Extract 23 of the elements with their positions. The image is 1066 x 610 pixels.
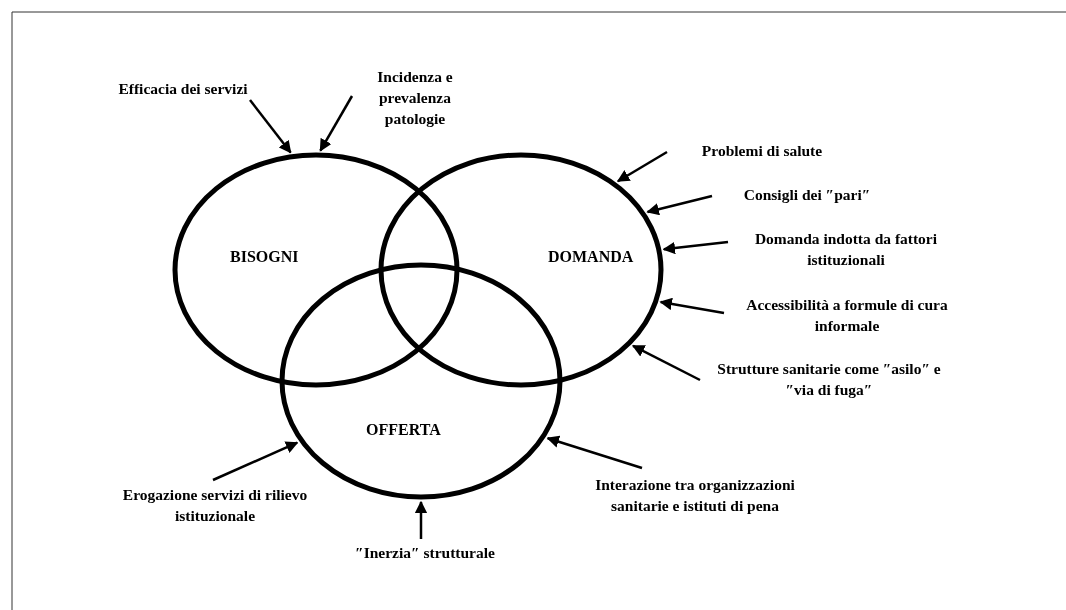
factor-label: Accessibilità a formule di cura informale (727, 294, 967, 336)
factor-label: Erogazione servizi di rilievo istituzionale (105, 484, 325, 526)
factor-label: Domanda indotta da fattori istituzionali (736, 228, 956, 270)
factor-label: ″Inerzia″ strutturale (310, 542, 540, 563)
circle-label: BISOGNI (230, 248, 299, 266)
arrow (616, 150, 668, 183)
arrow (546, 435, 643, 470)
arrow (659, 297, 725, 315)
circle-label: DOMANDA (548, 248, 634, 266)
circle-label: OFFERTA (366, 421, 441, 439)
arrow (662, 240, 729, 255)
factor-label: Problemi di salute (672, 140, 852, 161)
arrow (212, 441, 299, 482)
factor-label: Incidenza e prevalenza patologie (350, 66, 480, 129)
arrow (249, 99, 292, 154)
arrow (414, 500, 428, 539)
factor-label: Interazione tra organizzazioni sanitarie e istituti di pena (570, 474, 820, 516)
factor-label: Efficacia dei servizi (118, 78, 248, 99)
arrow (319, 95, 354, 152)
factor-label: Consigli dei ″pari″ (712, 184, 902, 205)
arrow (631, 344, 701, 382)
arrow (646, 194, 713, 216)
factor-label: Strutture sanitarie come ″asilo″ e ″via di fuga″ (704, 358, 954, 400)
